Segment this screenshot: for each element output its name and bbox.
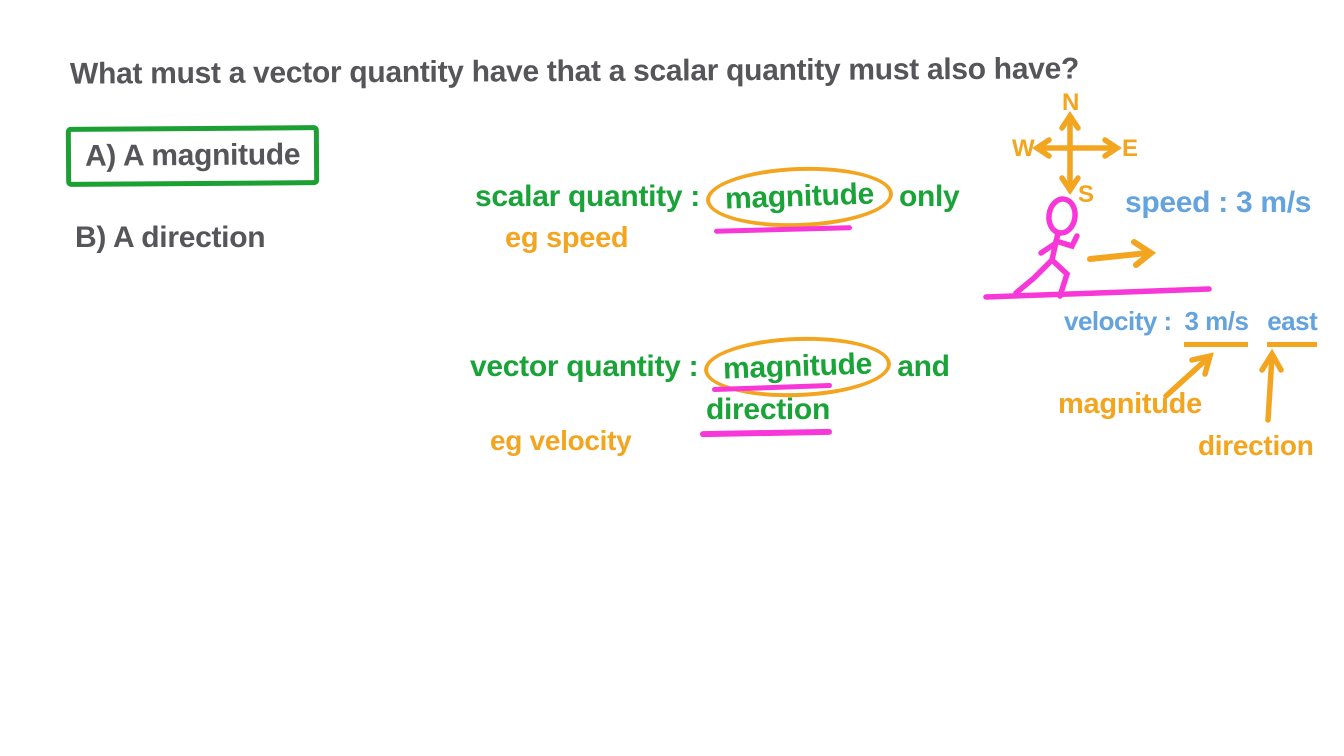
scalar-magnitude-circled: magnitude bbox=[704, 163, 894, 231]
person-back-arm bbox=[1038, 240, 1059, 256]
vector-definition: vector quantity : magnitude and bbox=[470, 333, 950, 401]
scalar-definition-label: scalar quantity : bbox=[475, 180, 700, 213]
compass-south-label: S bbox=[1078, 181, 1094, 208]
person-back-leg bbox=[1013, 257, 1055, 296]
direction-arrow bbox=[1265, 353, 1275, 423]
scalar-example: eg speed bbox=[505, 222, 629, 254]
vector-definition-label: vector quantity : bbox=[470, 350, 699, 383]
answer-option-b: B) A direction bbox=[75, 221, 266, 254]
vector-definition-line2: direction bbox=[706, 393, 830, 426]
velocity-label-prefix: velocity : bbox=[1064, 306, 1172, 336]
velocity-direction-part: east bbox=[1267, 306, 1318, 347]
motion-arrow bbox=[1087, 239, 1157, 268]
compass-north-label: N bbox=[1062, 89, 1079, 116]
speed-label: speed : 3 m/s bbox=[1125, 186, 1312, 219]
compass-east-label: E bbox=[1122, 135, 1138, 162]
walking-person-figure bbox=[983, 196, 1212, 300]
vector-example: eg velocity bbox=[490, 425, 632, 456]
person-front-arm bbox=[1053, 233, 1080, 250]
velocity-label: velocity : 3 m/s east bbox=[1064, 306, 1318, 347]
answer-option-a: A) A magnitude bbox=[65, 125, 320, 187]
answer-option-a-label: A) A magnitude bbox=[84, 138, 301, 173]
direction-callout: direction bbox=[1198, 430, 1314, 461]
person-front-leg bbox=[1049, 257, 1071, 299]
velocity-magnitude-part: 3 m/s bbox=[1184, 306, 1249, 347]
question-text: What must a vector quantity have that a … bbox=[69, 52, 1080, 91]
vector-definition-rest: and bbox=[897, 350, 950, 383]
vector-direction-underline bbox=[699, 428, 833, 438]
scalar-definition-rest: only bbox=[898, 180, 960, 213]
compass-west-label: W bbox=[1012, 135, 1035, 162]
magnitude-callout: magnitude bbox=[1058, 388, 1202, 420]
compass-icon: N E S W bbox=[1012, 89, 1138, 208]
ground-line bbox=[983, 286, 1212, 300]
person-head bbox=[1046, 196, 1078, 236]
scalar-definition: scalar quantity : magnitude only bbox=[475, 163, 960, 231]
